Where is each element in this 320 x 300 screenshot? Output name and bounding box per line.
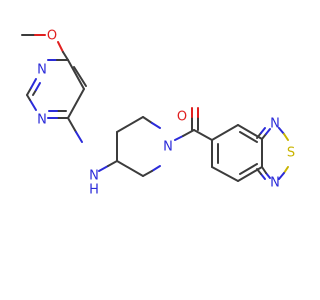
carbonyl-oxygen-label: O	[177, 110, 187, 125]
bond-pip-c2-n	[142, 116, 153, 124]
bond-ntop-s-s	[283, 133, 289, 141]
bond-c4-nh-n	[75, 131, 83, 143]
amine-n-label: N	[89, 169, 99, 184]
bond-c3a-ntop-double-n	[260, 127, 266, 134]
bond-pip-n-c6-n	[151, 165, 161, 172]
bond-nh-pipc4-n	[98, 165, 109, 172]
bond-nbottom-c7a	[261, 166, 267, 174]
bond-c3a-ntop-n	[265, 128, 271, 135]
bond-pip-c6-c5	[116, 160, 144, 177]
bond-c4-nh	[67, 117, 77, 133]
bond-c6-c5-double	[73, 66, 87, 87]
thiadiazole-s-label: S	[287, 146, 295, 161]
bond-pip-c2-n-n	[151, 122, 161, 129]
bond-c2-n1-double-n	[35, 82, 41, 91]
pyrimidine-n3-label: N	[37, 113, 47, 128]
bond-n-carbonyl-n	[174, 135, 184, 141]
bond-c3a-ntop-double	[256, 132, 262, 139]
bond-s-nbottom-s	[283, 166, 289, 174]
bond-c2-n1	[26, 87, 32, 96]
bond-s-nbottom-n	[278, 172, 285, 180]
bond-nbottom-c7a-double	[256, 168, 262, 175]
bond-n-carbonyl	[182, 129, 195, 137]
bond-layer	[21, 34, 289, 182]
bond-pip-c3-c2	[116, 116, 144, 133]
thiadiazole-n-bottom-label: N	[270, 176, 280, 191]
bond-o-c6	[62, 51, 69, 61]
bond-nh-pipc4	[107, 160, 118, 167]
bond-carbonyl-benzo	[193, 129, 213, 141]
bond-bz-c4-c3a-double	[239, 131, 258, 143]
molecule-structure-diagram: O N N N H N O N S N	[21, 29, 295, 198]
atom-label-layer: O N N N H N O N S N	[37, 29, 295, 198]
bond-nbottom-c7a-double-n	[260, 173, 266, 180]
bond-c5-c4	[67, 88, 85, 119]
bond-n3-c2-n	[29, 99, 37, 111]
thiadiazole-n-top-label: N	[270, 117, 280, 132]
piperidine-n-label: N	[163, 140, 173, 155]
amine-h-label: H	[89, 183, 99, 198]
pyrimidine-n1-label: N	[37, 63, 47, 78]
bond-bz-c7-c6	[211, 166, 239, 182]
bond-nbottom-c7a-n	[265, 172, 271, 179]
bond-ntop-s-n	[278, 127, 285, 135]
bond-c3a-ntop	[261, 133, 267, 140]
bond-pip-n-c6	[142, 170, 153, 177]
bond-bz-c5-c4	[211, 124, 239, 141]
bond-o-c6-red	[57, 41, 64, 53]
bond-bz-c7a-c7-double	[239, 163, 258, 175]
bond-c2-n1-n	[30, 78, 37, 89]
bond-c6-c5	[67, 59, 85, 90]
methoxy-oxygen-label: O	[47, 29, 57, 44]
